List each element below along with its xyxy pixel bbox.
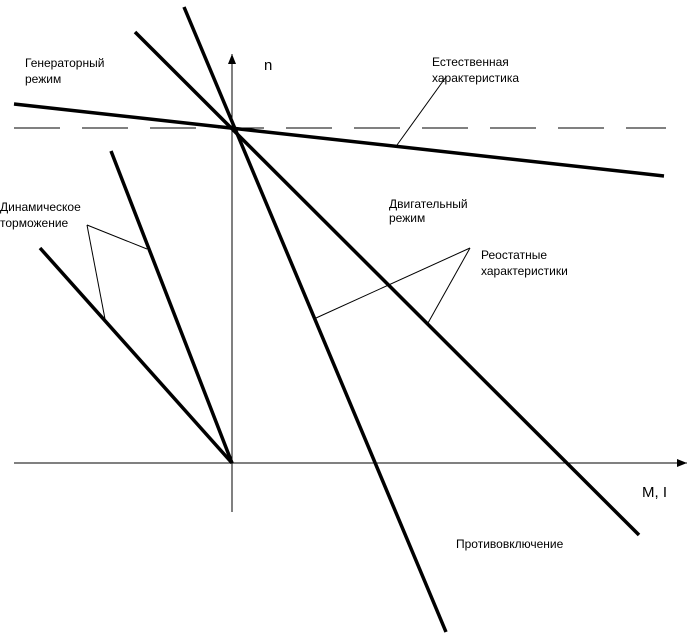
rheostat-characteristics-label: Реостатные характеристики [481,248,568,278]
generator-mode-label-line2: режим [25,72,61,86]
natural-characteristic-label-line1: Естественная [432,55,509,69]
dynamic-braking-leader-2 [86,224,106,320]
x-axis-label: M, I [642,484,667,501]
dynamic-braking-line-1 [109,150,234,464]
rheostat-characteristics-label-line2: характеристики [481,264,568,278]
dynamic-braking-label-line2: торможение [0,216,69,230]
rheostat-characteristic-line-2 [182,6,448,633]
dynamic-braking-label: Динамическое торможение [0,200,84,230]
natural-characteristic-leader [396,76,447,146]
dynamic-braking-line-2 [38,246,234,465]
counter-current-label: Противовключение [456,537,564,551]
motor-mode-label: Двигательный режим [389,197,471,225]
y-axis-label: n [264,57,272,74]
generator-mode-label: Генераторный режим [25,56,108,86]
rheostat-leader-1 [315,247,471,319]
natural-characteristic-label: Естественная характеристика [432,55,519,85]
motor-mode-label-line1: Двигательный [389,197,468,211]
dynamic-braking-label-line1: Динамическое [0,200,81,214]
dynamic-braking-leader-1 [86,224,148,250]
rheostat-characteristics-label-line1: Реостатные [481,248,547,262]
natural-characteristic-line [13,102,665,178]
generator-mode-label-line1: Генераторный [25,56,104,70]
motor-mode-label-line2: режим [389,211,425,225]
rheostat-leader-2 [427,247,471,324]
rheostat-characteristic-line-1 [133,30,641,537]
natural-characteristic-label-line2: характеристика [432,71,519,85]
